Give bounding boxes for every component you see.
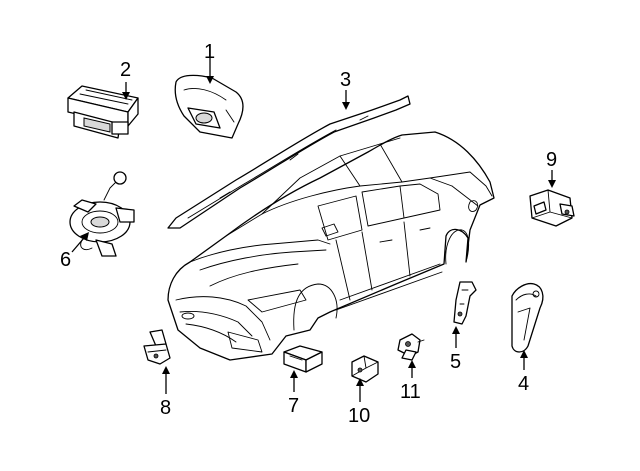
part-10-sensor xyxy=(351,355,379,383)
callout-4: 4 xyxy=(518,373,529,395)
callout-6: 6 xyxy=(60,249,71,271)
callout-11: 11 xyxy=(400,381,421,403)
part-6-clockspring xyxy=(69,171,135,257)
part-8-sensor xyxy=(143,329,171,365)
part-7-control-module xyxy=(283,345,323,373)
callout-3: 3 xyxy=(340,69,351,91)
part-2-knee-airbag xyxy=(67,85,139,139)
callout-7: 7 xyxy=(288,395,299,417)
callout-10: 10 xyxy=(348,405,370,427)
part-4-side-airbag xyxy=(511,282,544,353)
callout-2: 2 xyxy=(120,59,131,81)
part-9-sensor-module xyxy=(529,189,575,227)
callout-8: 8 xyxy=(160,397,171,419)
callout-1: 1 xyxy=(204,41,215,63)
callout-9: 9 xyxy=(546,149,557,171)
part-11-sensor xyxy=(397,333,425,361)
leader-lines xyxy=(71,58,556,402)
part-3-curtain-airbag xyxy=(167,95,411,229)
car-body xyxy=(167,131,495,361)
part-5-bracket xyxy=(453,281,477,325)
callout-labels: 1 2 3 4 5 6 7 8 9 10 11 xyxy=(60,41,557,427)
part-1-airbag-module xyxy=(174,74,244,139)
callout-5: 5 xyxy=(450,351,461,373)
